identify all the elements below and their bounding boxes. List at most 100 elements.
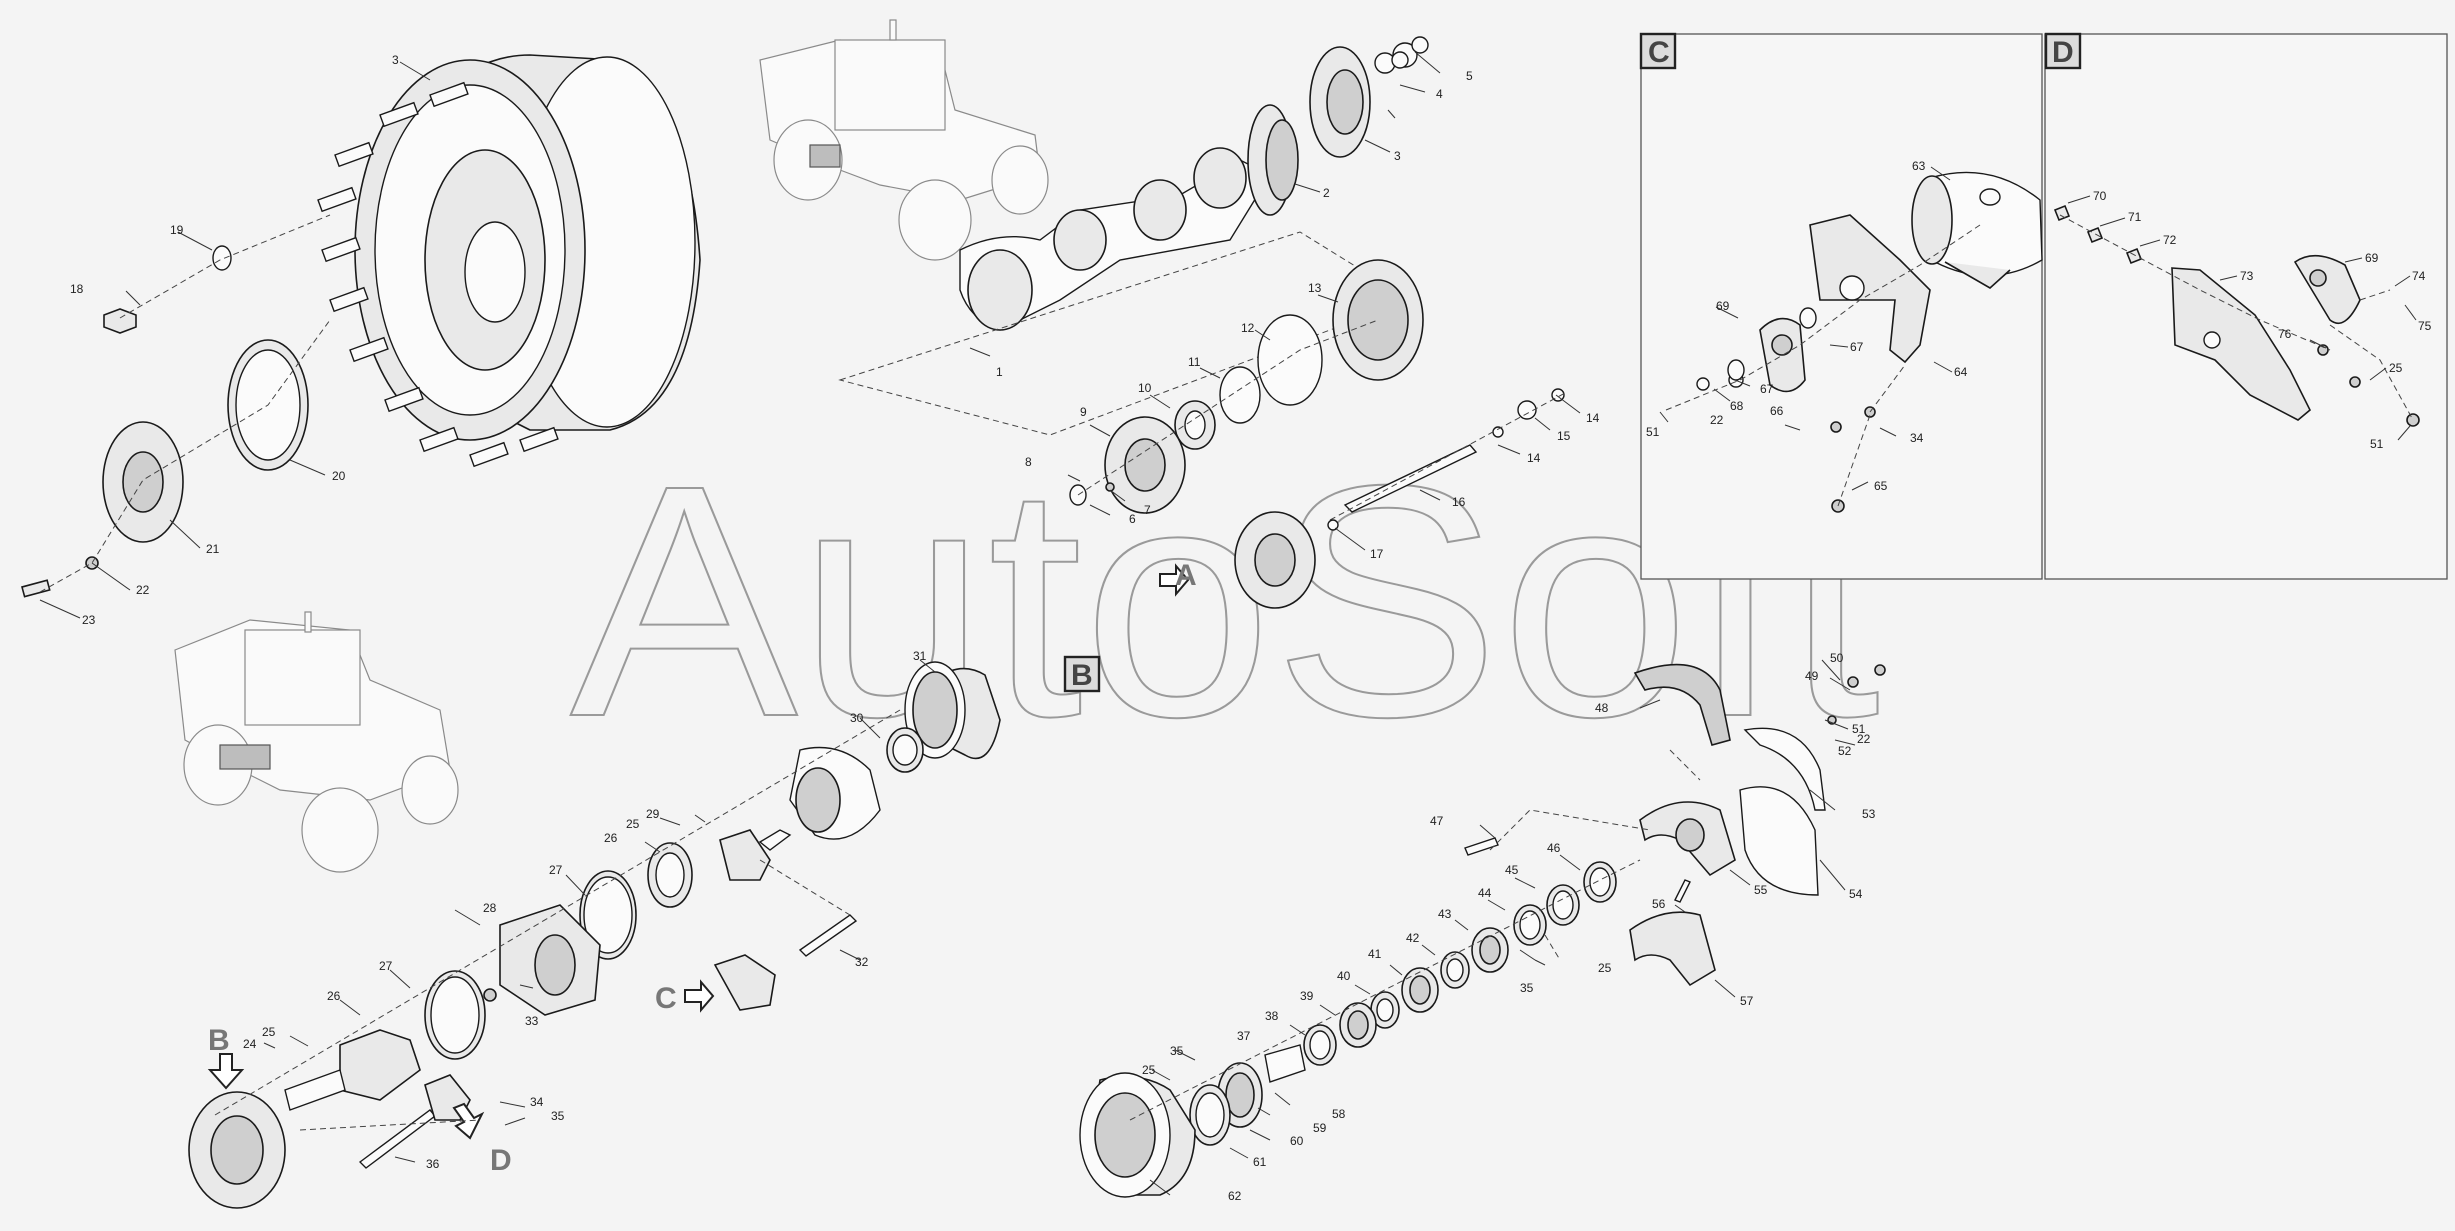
bracket-d: [2171, 267, 2311, 421]
callout-n25d: 25: [1142, 1063, 1156, 1077]
arrow-b-label: B: [208, 1024, 230, 1057]
callout-d74: 74: [2412, 269, 2426, 283]
planetary-gear-set: [1247, 36, 1429, 216]
callout-n46: 46: [1547, 841, 1561, 855]
callout-n8: 8: [1025, 455, 1032, 469]
callout-c69: 69: [1716, 299, 1730, 313]
callout-d73: 73: [2240, 269, 2254, 283]
slack-adjuster-c: [1759, 317, 1806, 393]
callout-n15: 15: [1557, 429, 1571, 443]
lower-right-leaders: [1149, 659, 1856, 1196]
wheel-hub-assembly: [317, 54, 701, 468]
callout-d69: 69: [2365, 251, 2379, 265]
callout-n25b: 25: [262, 1025, 276, 1039]
callout-n35b: 35: [1520, 981, 1534, 995]
callout-n2: 2: [1323, 186, 1330, 200]
callout-n27a: 27: [549, 863, 563, 877]
callout-n1: 1: [996, 365, 1003, 379]
callout-c51: 51: [1646, 425, 1660, 439]
callout-n34: 34: [530, 1095, 544, 1109]
callout-n11: 11: [1188, 355, 1201, 369]
callout-n31: 31: [913, 649, 927, 663]
callout-n55: 55: [1754, 883, 1768, 897]
callout-n28: 28: [483, 901, 497, 915]
callout-n52: 52: [1838, 744, 1852, 758]
callout-n40: 40: [1337, 969, 1351, 983]
b-view-tag-label: B: [1071, 659, 1093, 692]
brake-drum-31: [886, 661, 1001, 773]
lower-left-dashes: [214, 709, 901, 1131]
callout-n47: 47: [1430, 814, 1444, 828]
callout-n24: 24: [243, 1037, 257, 1051]
callout-c22: 22: [1710, 413, 1724, 427]
callout-n49: 49: [1805, 669, 1819, 683]
detail-panel-c: C: [1639, 32, 2043, 580]
callout-d71: 71: [2128, 210, 2142, 224]
lower-right-dashes: [1129, 749, 1701, 1121]
callout-d70: 70: [2093, 189, 2107, 203]
final-drive-axle: [959, 147, 1271, 331]
callout-n17: 17: [1370, 547, 1384, 561]
callout-n38: 38: [1265, 1009, 1279, 1023]
callout-n32: 32: [855, 955, 869, 969]
panel-d-leaders: [2067, 195, 2417, 441]
callout-n37: 37: [1237, 1029, 1251, 1043]
callout-d76: 76: [2278, 327, 2292, 341]
callout-n41: 41: [1368, 947, 1382, 961]
callout-c66: 66: [1770, 404, 1784, 418]
reduction-housing: [188, 746, 881, 1209]
inner-bearings-group: [838, 231, 1424, 514]
callout-n19: 19: [170, 223, 184, 237]
callout-n27b: 27: [379, 959, 393, 973]
brake-chamber: [1911, 171, 2043, 289]
callout-c67b: 67: [1760, 382, 1774, 396]
slack-adjuster-d: [2293, 254, 2361, 325]
top-group-leaders: [969, 51, 1581, 551]
callout-n57: 57: [1740, 994, 1754, 1008]
callout-n22: 22: [136, 583, 150, 597]
callout-d75: 75: [2418, 319, 2432, 333]
callout-n4: 4: [1436, 87, 1443, 101]
callout-n43: 43: [1438, 907, 1452, 921]
bearing-stack: [1189, 861, 1617, 1146]
callout-n14b: 14: [1527, 451, 1541, 465]
callout-n59: 59: [1313, 1121, 1327, 1135]
callout-n35a: 35: [551, 1109, 565, 1123]
callout-d72: 72: [2163, 233, 2177, 247]
callout-n3: 3: [392, 53, 399, 67]
callout-c34: 34: [1910, 431, 1924, 445]
callout-n29: 29: [646, 807, 660, 821]
callout-n50: 50: [1830, 651, 1844, 665]
callout-n48: 48: [1595, 701, 1609, 715]
shaft-32: [798, 914, 858, 957]
brake-shoe-assembly: [1464, 663, 1886, 987]
callout-n14a: 14: [1586, 411, 1600, 425]
panel-c-tag-box: [1639, 32, 1677, 70]
callout-n51: 51: [1852, 722, 1866, 736]
panel-c-leaders: [1659, 166, 1953, 491]
clutch-disc-assembly: [1234, 511, 1339, 609]
callout-n42: 42: [1406, 931, 1420, 945]
callout-n30: 30: [850, 711, 864, 725]
callout-n61: 61: [1253, 1155, 1267, 1169]
callout-n23: 23: [82, 613, 96, 627]
callout-n10: 10: [1138, 381, 1152, 395]
callout-n33: 33: [525, 1014, 539, 1028]
callout-c64: 64: [1954, 365, 1968, 379]
callout-n39: 39: [1300, 989, 1314, 1003]
panel-d-tag-box: [2044, 32, 2082, 70]
arrow-c-label: C: [655, 982, 677, 1015]
callout-n13: 13: [1308, 281, 1322, 295]
callout-c68: 68: [1730, 399, 1744, 413]
callout-n25a: 25: [626, 817, 640, 831]
callout-n21: 21: [206, 542, 220, 556]
callout-n62: 62: [1228, 1189, 1242, 1203]
detail-panel-d: D 70 71 72: [2044, 32, 2448, 580]
lower-left-leaders: [263, 659, 936, 1163]
callout-n12: 12: [1241, 321, 1255, 335]
callout-n36: 36: [426, 1157, 440, 1171]
brake-drum-62: [1079, 1072, 1196, 1198]
arrows-b-d: B D A: [207, 559, 1197, 1177]
arrow-a-label: A: [1175, 559, 1197, 592]
